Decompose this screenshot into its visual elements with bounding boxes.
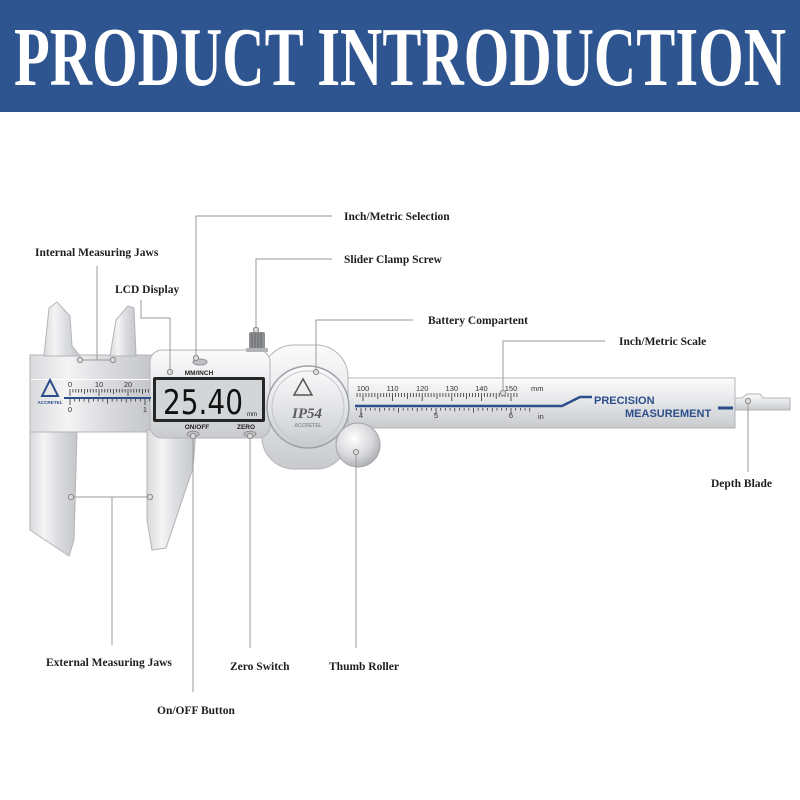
leader-dot [166,368,174,376]
right-inch-label: 5 [434,411,438,420]
zero-label: ZERO [237,424,255,431]
brand-logo-icon [40,377,60,397]
label-external-jaws: External Measuring Jaws [46,657,172,669]
label-internal-jaws: Internal Measuring Jaws [35,247,159,259]
left-scale-ticks [69,389,151,405]
leader-dot [744,397,752,405]
left-mm-label: 20 [124,380,132,389]
right-scale-line [355,395,592,408]
fixed-external-jaw [29,431,78,557]
slider-external-jaw [146,429,197,551]
depth-blade [734,393,791,411]
leader-lines [67,215,752,692]
label-scale: Inch/Metric Scale [619,336,706,348]
right-inch-label: 6 [509,411,513,420]
right-mm-label: 100 [357,384,370,393]
leader-lcd-display [140,300,171,372]
slider-internal-jaw [109,305,137,357]
clamp-screw-knob [249,332,265,349]
leader-dot [246,432,254,440]
right-mm-label: 110 [387,384,399,393]
battery-logo-icon [292,377,314,396]
lcd-reading: 25.40 [163,383,243,423]
label-inch-metric-selection: Inch/Metric Selection [344,211,450,223]
lcd-unit: mm [247,412,257,418]
clamp-screw-ridges [251,333,262,348]
left-mm-label: 10 [95,380,103,389]
left-mm-label: 0 [68,380,72,389]
label-onoff-button: On/OFF Button [157,705,235,717]
slogan-line-2: MEASUREMENT [625,408,711,420]
leader-dot [146,493,154,501]
brand-logo-text: ACCRETEL [37,400,62,405]
leader-dot [189,432,197,440]
leader-dot [312,368,320,376]
ip-rating: IP54 [291,406,323,422]
right-mm-label: 130 [446,384,459,393]
lcd-screen [156,380,262,419]
caliper: MM/INCH 25.40 mm ON/OFF ZERO IP54 ACCRET… [29,301,791,557]
mm-inch-label: MM/INCH [185,370,214,377]
clamp-screw-base [246,348,268,352]
fixed-jaw-head [29,354,153,433]
right-mm-unit: mm [531,384,544,393]
header-band [0,0,800,112]
thumb-roller [335,422,381,468]
fixed-internal-jaw [43,301,82,357]
header-title: PRODUCT INTRODUCTION [14,11,786,104]
label-depth-blade: Depth Blade [711,478,772,490]
battery-cover-ring [271,370,345,444]
onoff-label: ON/OFF [185,424,210,431]
leader-clamp-screw [255,258,332,330]
right-inch-unit: in [538,412,544,421]
right-mm-label: 150 [505,384,518,393]
right-mm-label: 120 [416,384,429,393]
label-thumb-roller: Thumb Roller [329,661,399,673]
leader-dot [252,326,260,334]
leader-dot [352,448,360,456]
leader-dot [67,493,75,501]
left-inch-label: 1 [143,405,147,414]
leader-dot [109,356,117,364]
right-inch-label: 4 [359,411,363,420]
leader-dot [499,389,507,397]
slogan-line-1: PRECISION [594,395,655,407]
right-scale-ticks [355,393,531,414]
label-zero-switch: Zero Switch [230,661,290,673]
label-lcd-display: LCD Display [115,284,179,296]
callout-labels: Inch/Metric Selection Internal Measuring… [35,211,772,717]
label-battery: Battery Compartent [428,315,528,327]
leader-dot [192,354,200,362]
battery-brand: ACCRETEL [294,423,321,429]
label-clamp-screw: Slider Clamp Screw [344,254,443,266]
leader-scale [502,340,605,393]
leader-battery [315,319,413,372]
battery-cover [266,365,350,449]
leader-dot [76,356,84,364]
left-inch-label: 0 [68,405,72,414]
right-mm-label: 140 [475,384,488,393]
leader-inch-metric-selection [195,215,332,358]
